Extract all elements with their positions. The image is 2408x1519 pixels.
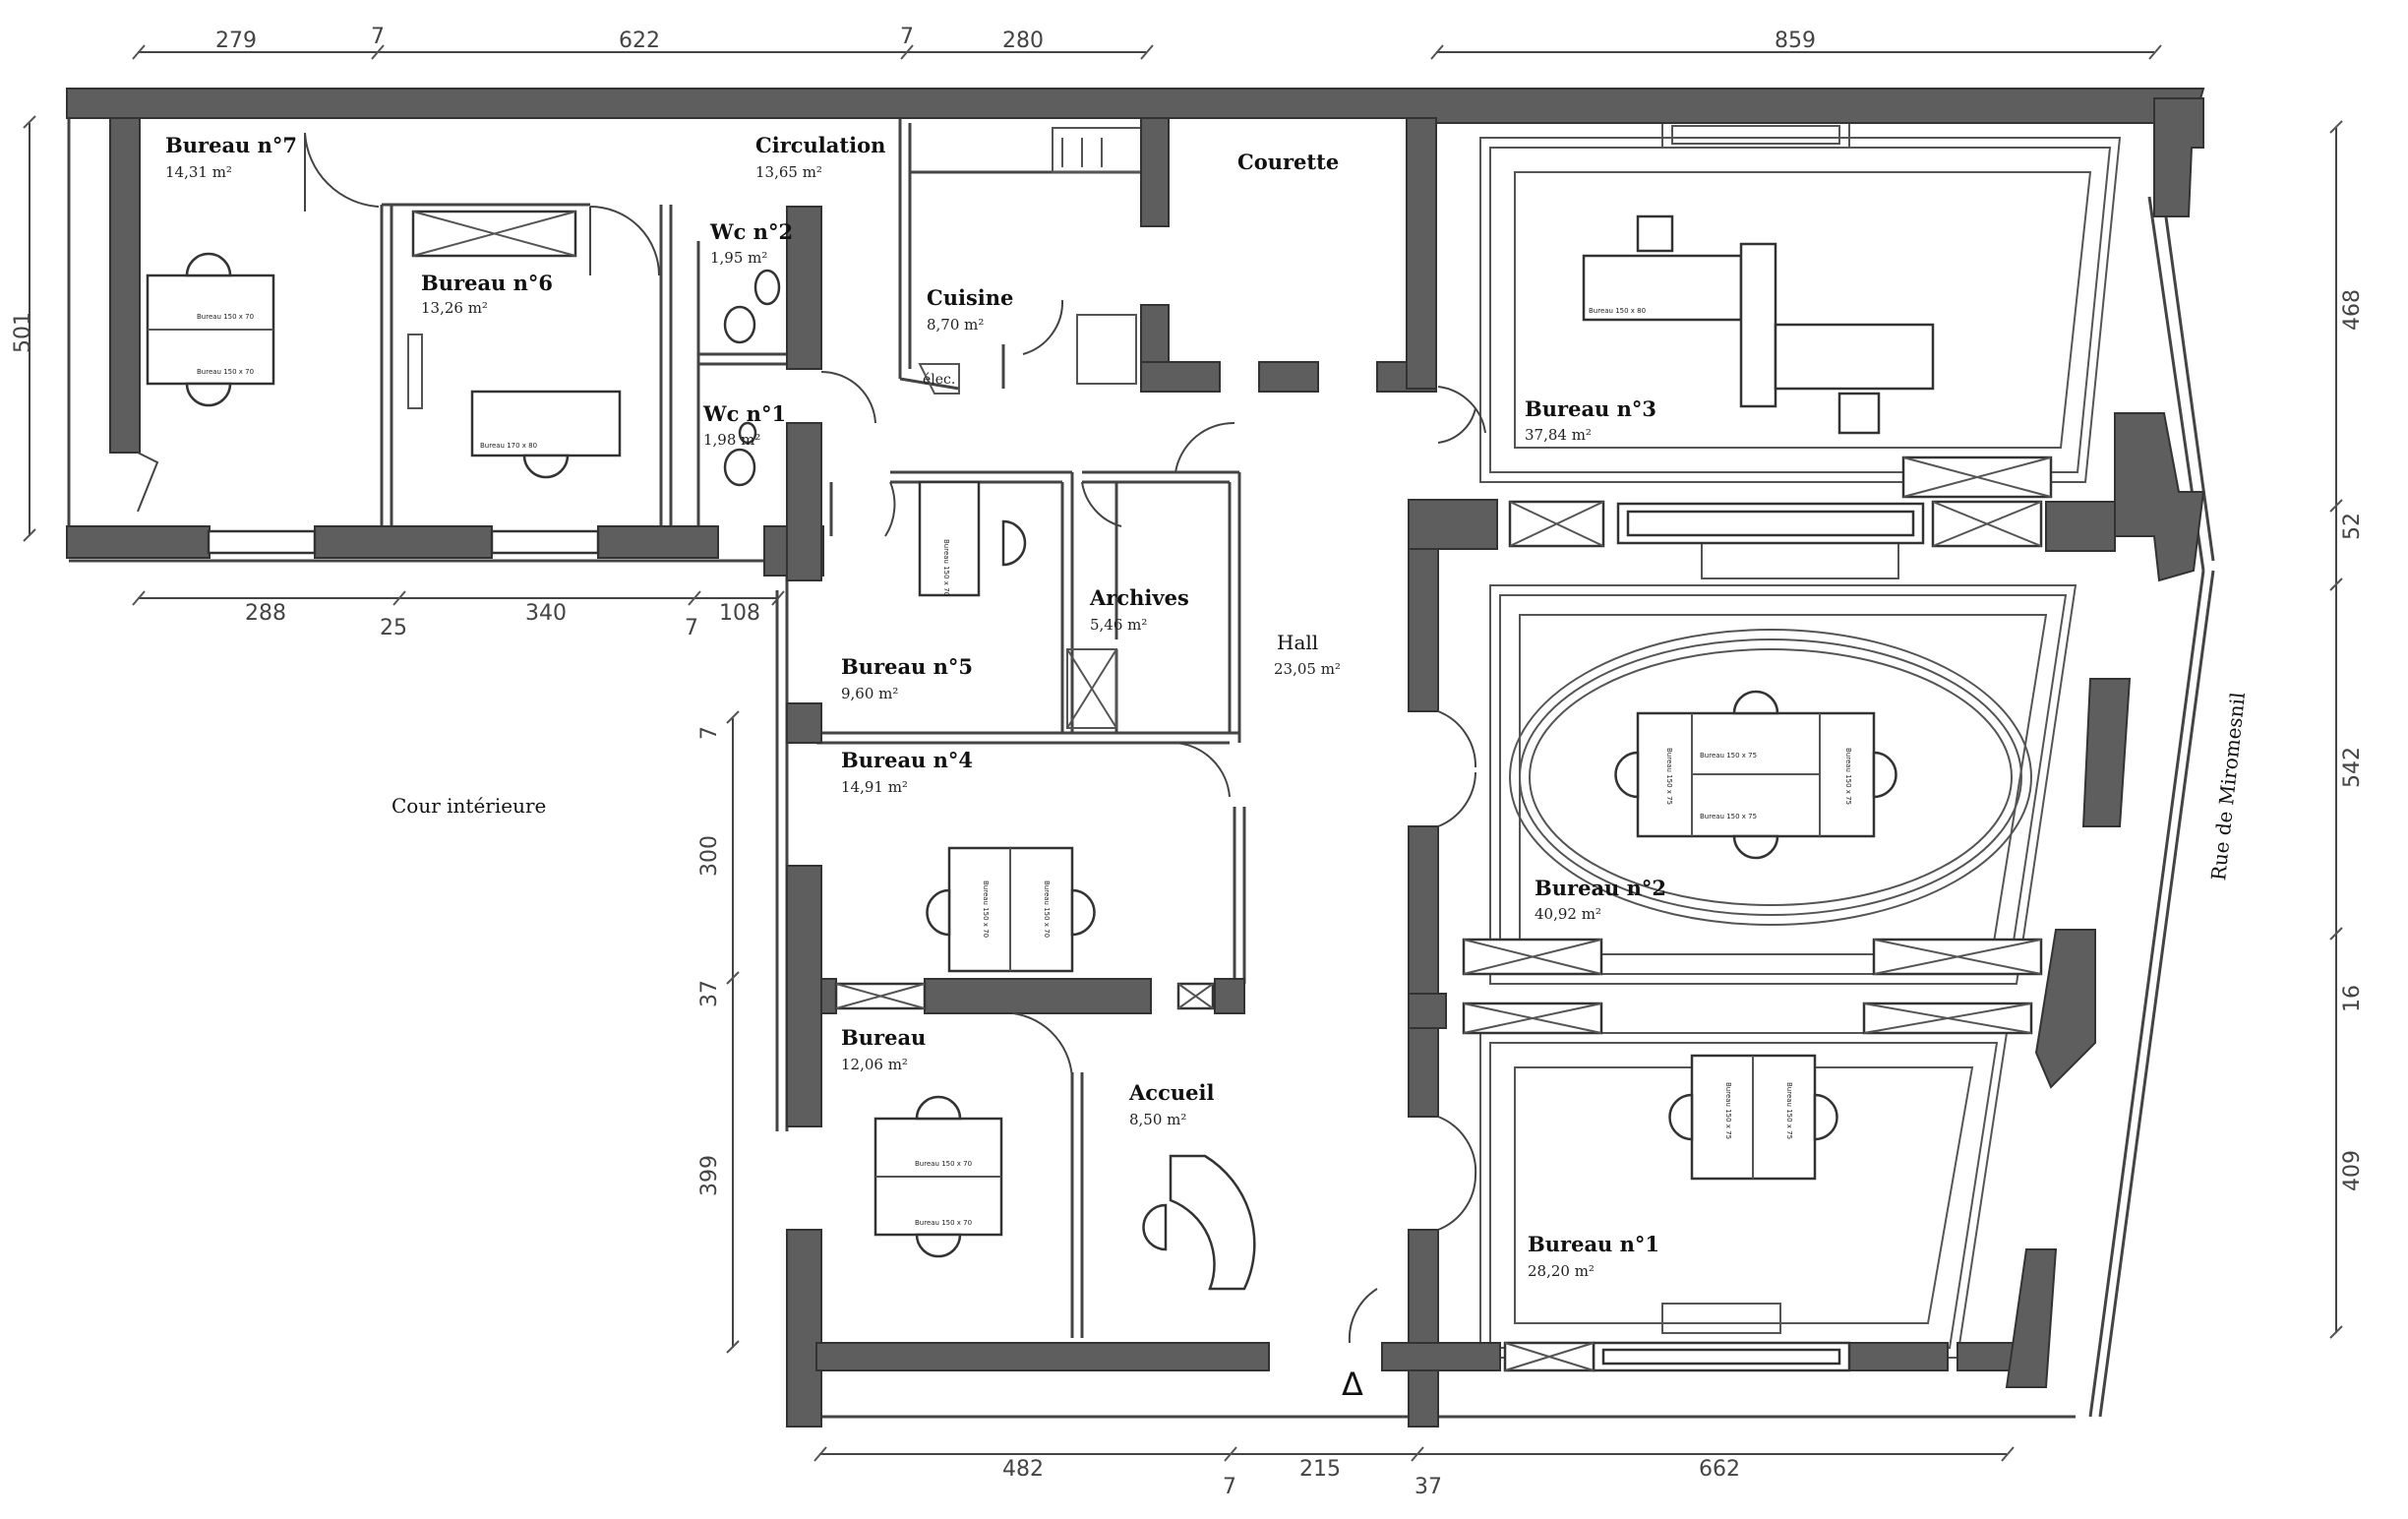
desk-label-b2-c: Bureau 150 x 75 [1665,748,1673,805]
room-bureau5-area: 9,60 m² [841,685,898,702]
room-bureau7-area: 14,31 m² [165,163,232,181]
desk-label-b5: Bureau 150 x 70 [942,539,950,596]
dim-right-542: 542 [2340,747,2365,788]
dim-top-7b: 7 [900,25,914,49]
room-courette-name: Courette [1237,150,1339,174]
room-hall-name: Hall [1277,631,1318,654]
room-bureau-name: Bureau [841,1025,926,1050]
room-circulation-area: 13,65 m² [755,163,822,181]
room-bureau3-area: 37,84 m² [1525,426,1592,444]
desk-label-b2-b: Bureau 150 x 75 [1700,813,1757,820]
dim-mid-108: 108 [719,601,760,626]
room-accueil-name: Accueil [1128,1080,1214,1105]
dim-inner-300: 300 [697,835,722,877]
room-bureau1-area: 28,20 m² [1528,1262,1595,1280]
dim-right-52: 52 [2340,513,2365,540]
room-bureau4-area: 14,91 m² [841,778,908,796]
dim-bot-7: 7 [1223,1475,1236,1499]
furniture: Bureau 150 x 70 Bureau 150 x 70 Bureau 1… [146,214,1935,1291]
entrance-marker: Δ [1342,1366,1363,1403]
dim-inner-7: 7 [697,726,722,740]
desk-label-b4-a: Bureau 150 x 70 [982,881,990,938]
desk-label-bu-b: Bureau 150 x 70 [915,1219,972,1227]
desk-label-b2-d: Bureau 150 x 75 [1844,748,1852,805]
room-hall-area: 23,05 m² [1274,660,1341,678]
room-bureau6-area: 13,26 m² [421,299,488,317]
room-elec-name: élec. [923,372,955,388]
dim-bot-37: 37 [1415,1475,1442,1499]
room-cuisine-area: 8,70 m² [927,316,984,334]
desk-label-b1-b: Bureau 150 x 75 [1785,1082,1793,1139]
doors [137,132,1486,1344]
dim-top-859: 859 [1775,29,1816,53]
dimension-lines: 279 7 622 7 280 859 288 25 340 7 108 482… [11,25,2365,1499]
desk-label-b2-a: Bureau 150 x 75 [1700,752,1757,760]
dim-inner-37: 37 [697,980,722,1007]
dim-top-279: 279 [215,29,257,53]
room-bureau5-name: Bureau n°5 [841,654,973,679]
dim-top-622: 622 [619,29,660,53]
dim-top-280: 280 [1002,29,1044,53]
room-archives-name: Archives [1089,585,1189,610]
room-bureau1-name: Bureau n°1 [1528,1232,1659,1256]
desk-label-b1-a: Bureau 150 x 75 [1724,1082,1732,1139]
room-bureau-area: 12,06 m² [841,1056,908,1073]
dim-right-16: 16 [2340,985,2365,1012]
room-bureau2-name: Bureau n°2 [1535,876,1666,900]
room-bureau4-name: Bureau n°4 [841,748,973,772]
room-archives-area: 5,46 m² [1090,616,1147,634]
room-accueil-area: 8,50 m² [1129,1111,1186,1128]
dim-left-501: 501 [11,312,35,353]
room-bureau2-area: 40,92 m² [1535,905,1601,923]
dim-top-7a: 7 [371,25,385,49]
dim-right-409: 409 [2340,1150,2365,1191]
dim-bot-482: 482 [1002,1457,1044,1482]
room-bureau3-name: Bureau n°3 [1525,396,1656,421]
desk-label-b4-b: Bureau 150 x 70 [1043,881,1051,938]
room-bureau7-name: Bureau n°7 [165,133,297,157]
dim-mid-288: 288 [245,601,286,626]
dim-bot-215: 215 [1299,1457,1341,1482]
room-wc1-area: 1,98 m² [703,431,760,449]
dim-mid-340: 340 [525,601,567,626]
street-name: Rue de Miromesnil [2206,691,2250,881]
desk-label-b3: Bureau 150 x 80 [1589,307,1646,315]
dim-mid-7: 7 [685,616,698,640]
dim-right-468: 468 [2340,289,2365,331]
partition-lines [67,118,2215,1419]
desk-label-bu-a: Bureau 150 x 70 [915,1160,972,1168]
windows [207,210,2053,1372]
dim-mid-25: 25 [380,616,407,640]
room-circulation-name: Circulation [755,133,885,157]
dim-bot-662: 662 [1699,1457,1740,1482]
desk-label-b7-a: Bureau 150 x 70 [197,313,254,321]
walls [66,88,2205,1428]
room-bureau6-name: Bureau n°6 [421,271,553,295]
dim-inner-399: 399 [697,1155,722,1196]
room-wc1-name: Wc n°1 [702,401,786,426]
room-cour-name: Cour intérieure [391,794,546,818]
room-wc2-area: 1,95 m² [710,249,767,267]
ceiling-mouldings [1479,117,2122,1359]
desk-label-b7-b: Bureau 150 x 70 [197,368,254,376]
desk-label-b6: Bureau 170 x 80 [480,442,537,450]
room-cuisine-name: Cuisine [927,285,1013,310]
room-wc2-name: Wc n°2 [709,219,793,244]
